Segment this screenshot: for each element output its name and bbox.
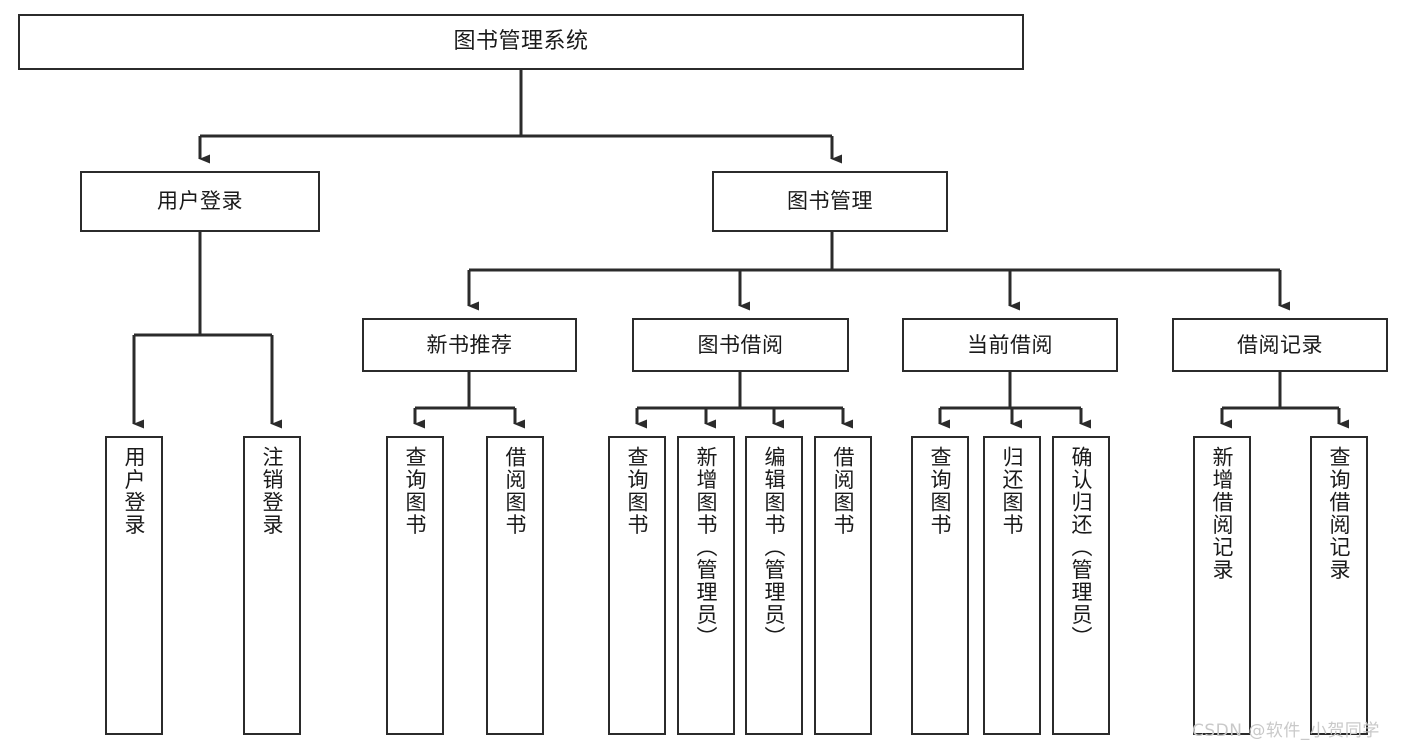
node-new-book-recommend[interactable]: 新书推荐	[362, 318, 577, 372]
node-leaf-query-record[interactable]: 查询借阅记录	[1310, 436, 1368, 735]
node-user-login[interactable]: 用户登录	[80, 171, 320, 232]
node-leaf-return-books-label: 归还图书	[1000, 446, 1025, 536]
node-leaf-add-record-label: 新增借阅记录	[1210, 446, 1235, 581]
node-leaf-borrow-books[interactable]: 借阅图书	[814, 436, 872, 735]
node-leaf-query-books-borrow-label: 查询图书	[625, 446, 650, 536]
node-leaf-return-books[interactable]: 归还图书	[983, 436, 1041, 735]
node-leaf-user-login[interactable]: 用户登录	[105, 436, 163, 735]
node-leaf-add-record[interactable]: 新增借阅记录	[1193, 436, 1251, 735]
node-leaf-edit-book-admin-label: 编辑图书（管理员）	[762, 446, 787, 649]
node-leaf-query-books-current[interactable]: 查询图书	[911, 436, 969, 735]
node-leaf-query-books-current-label: 查询图书	[928, 446, 953, 536]
node-root[interactable]: 图书管理系统	[18, 14, 1024, 70]
node-leaf-add-book-admin-label: 新增图书（管理员）	[694, 446, 719, 649]
node-leaf-query-books-rec[interactable]: 查询图书	[386, 436, 444, 735]
node-leaf-query-books-rec-label: 查询图书	[403, 446, 428, 536]
node-current-borrow-label: 当前借阅	[967, 332, 1053, 357]
node-book-manage[interactable]: 图书管理	[712, 171, 948, 232]
node-book-borrow-label: 图书借阅	[697, 332, 784, 357]
node-leaf-user-login-label: 用户登录	[122, 446, 147, 536]
node-leaf-query-record-label: 查询借阅记录	[1327, 446, 1352, 581]
node-leaf-edit-book-admin[interactable]: 编辑图书（管理员）	[745, 436, 803, 735]
node-leaf-confirm-return-admin[interactable]: 确认归还（管理员）	[1052, 436, 1110, 735]
node-leaf-query-books-borrow[interactable]: 查询图书	[608, 436, 666, 735]
node-leaf-logout[interactable]: 注销登录	[243, 436, 301, 735]
node-root-label: 图书管理系统	[453, 29, 589, 55]
node-leaf-borrow-books-rec[interactable]: 借阅图书	[486, 436, 544, 735]
node-new-book-recommend-label: 新书推荐	[426, 332, 513, 357]
node-book-borrow[interactable]: 图书借阅	[632, 318, 849, 372]
node-user-login-label: 用户登录	[157, 189, 243, 214]
node-book-manage-label: 图书管理	[787, 189, 873, 214]
node-leaf-logout-label: 注销登录	[260, 446, 285, 536]
node-borrow-record-label: 借阅记录	[1237, 332, 1323, 357]
node-borrow-record[interactable]: 借阅记录	[1172, 318, 1388, 372]
node-leaf-borrow-books-rec-label: 借阅图书	[503, 446, 528, 536]
watermark: CSDN @软件_小贺同学	[1192, 721, 1380, 741]
node-leaf-borrow-books-label: 借阅图书	[831, 446, 856, 536]
node-current-borrow[interactable]: 当前借阅	[902, 318, 1118, 372]
node-leaf-add-book-admin[interactable]: 新增图书（管理员）	[677, 436, 735, 735]
node-leaf-confirm-return-admin-label: 确认归还（管理员）	[1069, 446, 1094, 649]
